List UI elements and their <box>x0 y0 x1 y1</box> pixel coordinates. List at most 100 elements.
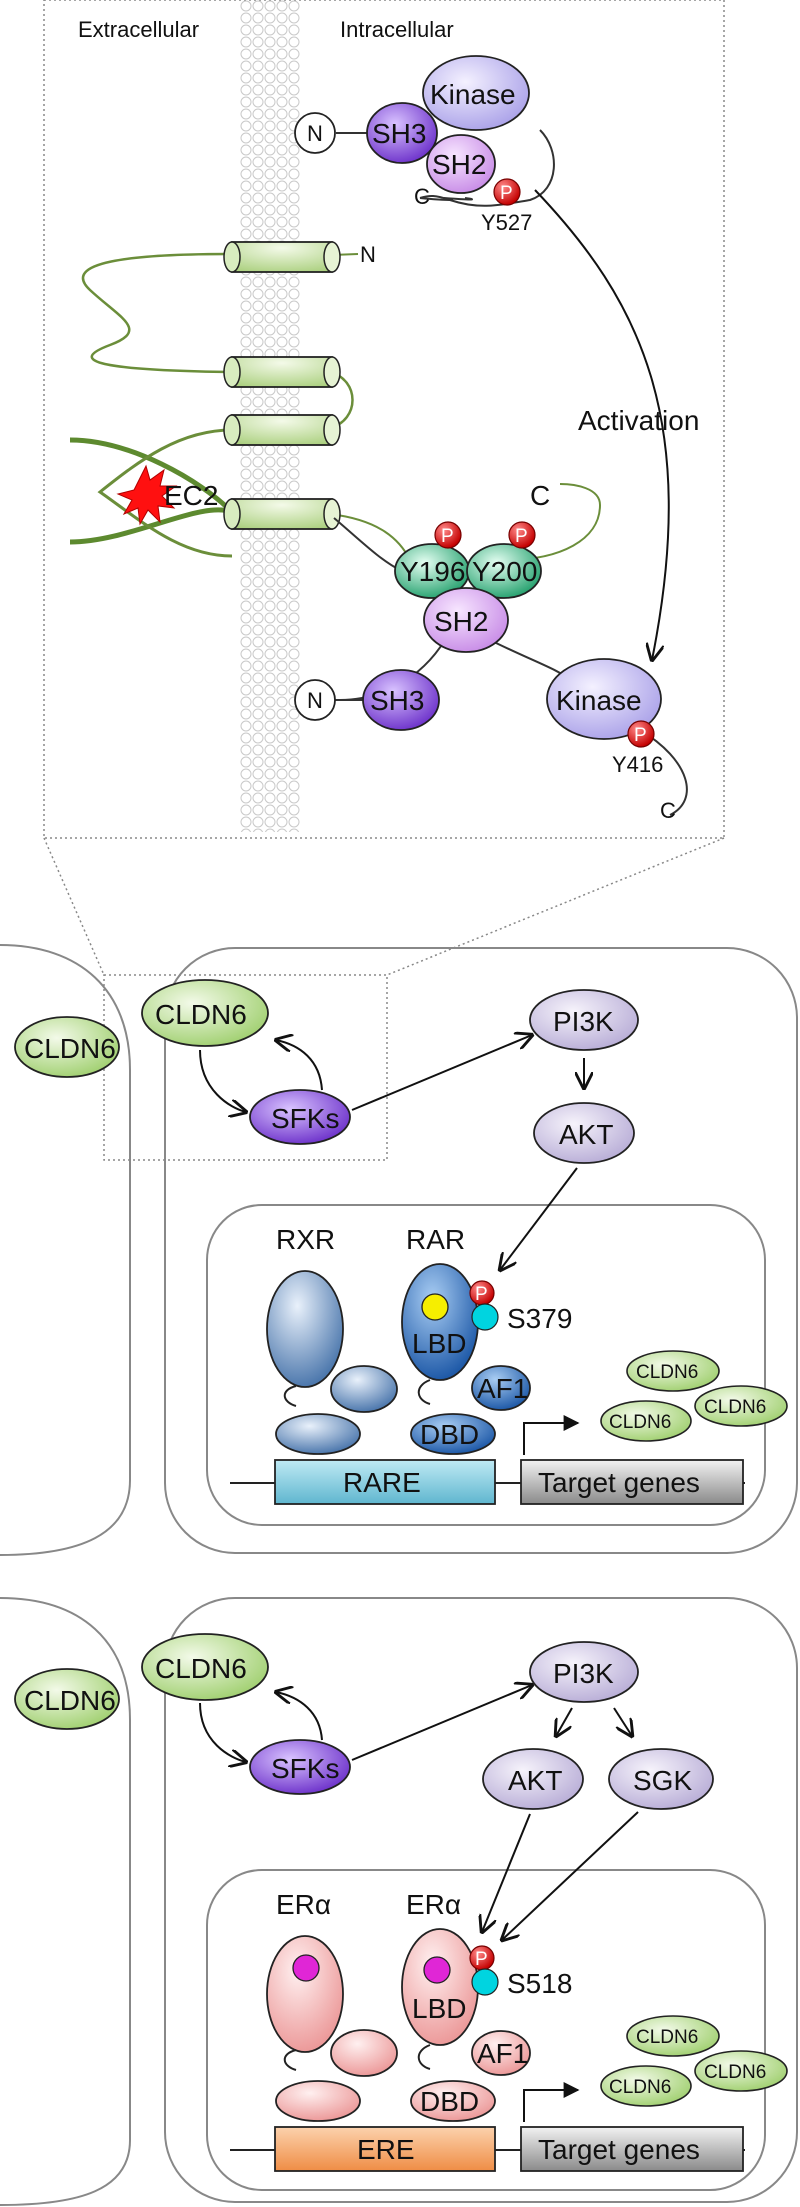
target-genes-box-1 <box>520 1459 744 1505</box>
phospho-s518-p: P <box>475 1949 488 1970</box>
ec2-loop-lower <box>69 507 233 545</box>
pi3k-to-sgk-arrow <box>613 1707 632 1736</box>
era-af1-label: AF1 <box>477 2038 528 2069</box>
transcription-arrow-2 <box>523 2082 580 2122</box>
akt-label-2: AKT <box>508 1765 562 1796</box>
sgk-to-era-arrow <box>502 1811 639 1940</box>
estrogen-ligand-left-icon <box>292 1954 320 1982</box>
sfks-to-cldn6-arrow-2 <box>276 1692 323 1741</box>
phospho-y200-p: P <box>515 526 528 547</box>
cldn6-product-label-2c: CLDN6 <box>704 2062 766 2083</box>
pi3k-node-1 <box>529 989 639 1051</box>
cldn6-product-label-1b: CLDN6 <box>609 1412 671 1433</box>
s518-label: S518 <box>507 1968 572 1999</box>
rxr-af1 <box>330 1365 398 1413</box>
rar-af1-label: AF1 <box>477 1373 528 1404</box>
cldn6-product-label-1a: CLDN6 <box>636 1362 698 1383</box>
src-n-label-bottom: N <box>307 688 323 713</box>
sgk-node <box>608 1748 714 1810</box>
src-sh2-label-bottom: SH2 <box>434 606 488 637</box>
sfks-node-2 <box>249 1739 351 1795</box>
tm-helix-4 <box>223 498 341 530</box>
inset-panel: Extracellular Intracellular <box>43 0 725 976</box>
sgk-label: SGK <box>633 1765 692 1796</box>
src-linker-top <box>419 129 555 207</box>
retinoic-acid-ligand-icon <box>421 1293 449 1321</box>
zoom-connector-right <box>386 837 725 976</box>
cldn6-product-1b <box>600 1400 692 1442</box>
rare-label: RARE <box>343 1467 421 1498</box>
phospho-y527-p: P <box>500 183 513 204</box>
cldn6-product-1c <box>694 1385 788 1427</box>
src-sh2-domain-top <box>426 134 496 194</box>
era-left-dbd <box>275 2080 361 2122</box>
src-sh3-label-bottom: SH3 <box>370 685 424 716</box>
neighbor-cell-membrane-2 <box>0 1597 131 2206</box>
akt-node-2 <box>482 1748 584 1810</box>
cldn6-neighbor-2 <box>14 1668 120 1730</box>
zoom-connector-left <box>43 837 105 976</box>
cldn6-product-2c <box>694 2050 788 2092</box>
claudin-c-label: C <box>530 480 550 511</box>
era-dbd-label: DBD <box>420 2086 479 2117</box>
target-genes-label-2: Target genes <box>538 2134 700 2165</box>
cldn6-membrane-label-2: CLDN6 <box>155 1653 247 1684</box>
rar-panel: CLDN6 CLDN6 SFKs PI3K AKT RXR RAR LBD P … <box>0 944 798 1556</box>
pi3k-label-2: PI3K <box>553 1658 614 1689</box>
cldn6-neighbor-label-1: CLDN6 <box>24 1033 116 1064</box>
pi3k-label-1: PI3K <box>553 1006 614 1037</box>
cldn6-membrane-2 <box>141 1633 269 1701</box>
cldn6-neighbor-1 <box>14 1016 120 1078</box>
src-c-tail-bottom <box>639 729 688 816</box>
target-genes-box-2 <box>520 2126 744 2172</box>
akt-to-rar-arrow <box>500 1167 578 1270</box>
sfks-label-2: SFKs <box>271 1753 339 1784</box>
cldn6-product-2a <box>626 2015 720 2057</box>
zoom-region-box <box>103 974 388 1161</box>
neighbor-cell-membrane-1 <box>0 944 131 1556</box>
sfks-to-pi3k-arrow-2 <box>351 1685 532 1761</box>
ec2-interaction-star-icon <box>116 464 178 526</box>
cldn6-membrane-1 <box>141 979 269 1047</box>
akt-label-1: AKT <box>559 1119 613 1150</box>
era-right-label: ERα <box>406 1889 461 1920</box>
rar-lbd-label: LBD <box>412 1328 466 1359</box>
ec2-label: EC2 <box>164 480 218 511</box>
sfks-to-pi3k-arrow-1 <box>351 1035 532 1111</box>
phospho-s379-p: P <box>475 1284 488 1305</box>
ere-element <box>274 2126 496 2172</box>
era-left-label: ERα <box>276 1889 331 1920</box>
cldn6-product-1a <box>626 1350 720 1392</box>
claudin-n-label: N <box>360 242 376 267</box>
era-left-lbd <box>266 1935 344 2053</box>
src-c-label-bottom: C <box>660 798 676 823</box>
activation-arrow <box>534 189 670 660</box>
y527-label: Y527 <box>481 210 532 235</box>
rar-af1 <box>471 1365 531 1411</box>
phospho-y527-icon <box>493 178 521 206</box>
pi3k-to-akt-arrow-2 <box>556 1707 573 1736</box>
cldn6-membrane-label-1: CLDN6 <box>155 999 247 1030</box>
cldn6-neighbor-label-2: CLDN6 <box>24 1685 116 1716</box>
inset-border <box>43 0 725 839</box>
intracellular-label: Intracellular <box>340 17 454 42</box>
claudin-c-tail <box>505 483 602 561</box>
src-sh3-domain-top <box>366 102 438 164</box>
rxr-label: RXR <box>276 1224 335 1255</box>
era-right-lbd <box>401 1928 479 2046</box>
cldn6-product-2b <box>600 2065 692 2107</box>
tm-helix-1 <box>223 241 341 273</box>
target-genes-label-1: Target genes <box>538 1467 700 1498</box>
src-kinase-domain-top <box>422 55 530 131</box>
src-sh3-domain-bottom <box>362 669 440 731</box>
extracellular-label: Extracellular <box>78 17 199 42</box>
rar-lbd <box>401 1263 479 1381</box>
src-kinase-label-bottom: Kinase <box>556 685 642 716</box>
pi3k-node-2 <box>529 1641 639 1703</box>
tm-helix-2 <box>223 356 341 388</box>
cldn6-product-label-2a: CLDN6 <box>636 2027 698 2048</box>
src-sh2-domain-bottom <box>423 587 509 653</box>
rxr-dbd <box>275 1413 361 1455</box>
